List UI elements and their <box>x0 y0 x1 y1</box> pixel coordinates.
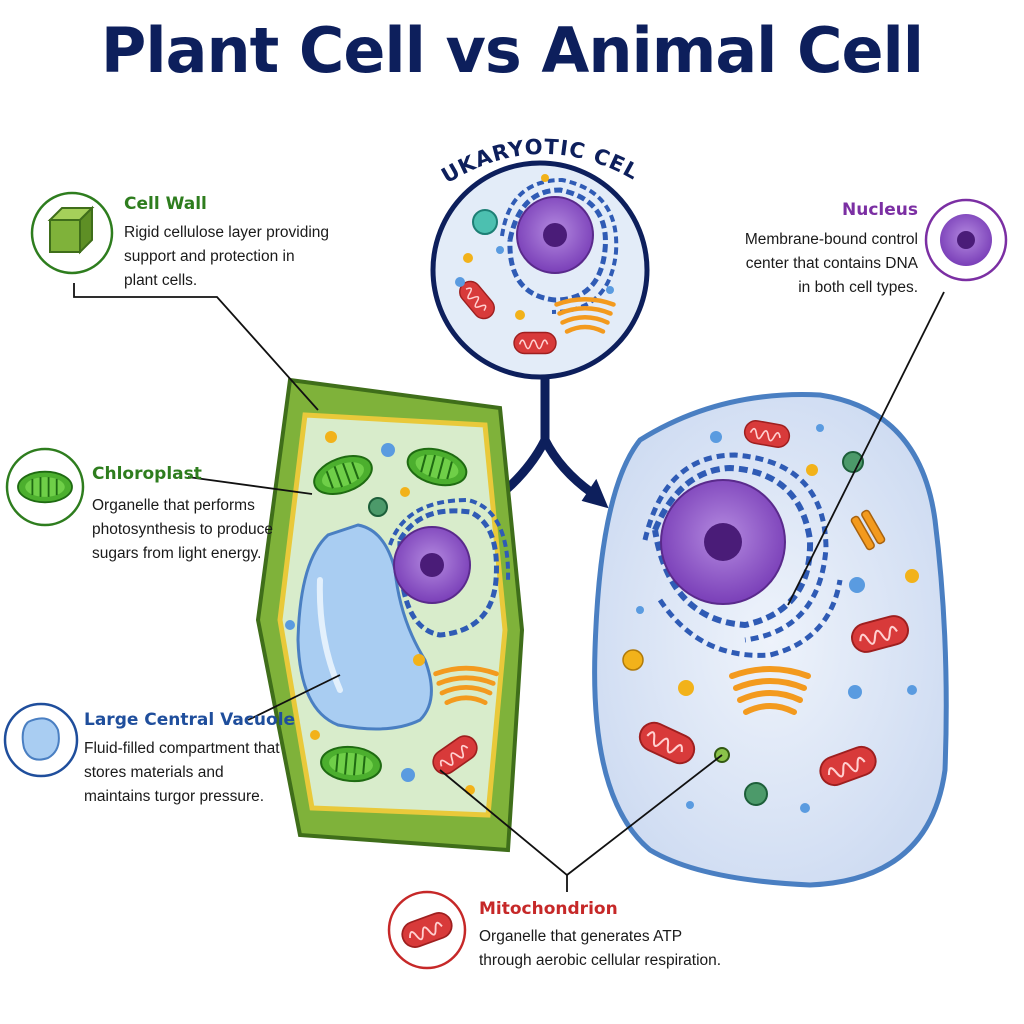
page-title: Plant Cell vs Animal Cell <box>100 14 924 87</box>
plant-cell <box>255 377 525 853</box>
eukaryotic-cell: EUKARYOTIC CELL <box>0 0 650 380</box>
chloroplast-description: Organelle that performs photosynthesis t… <box>92 497 273 562</box>
animal-cell <box>592 392 949 888</box>
nucleus-description: Membrane-bound control center that conta… <box>744 231 918 296</box>
vacuole-label: Large Central Vacuole <box>84 710 296 730</box>
mitochondrion-icon <box>387 890 467 970</box>
nucleus-icon <box>924 198 1008 282</box>
mitochondrion-description: Organelle that generates ATP through aer… <box>479 928 722 969</box>
svg-text:EUKARYOTIC CELL: EUKARYOTIC CELL <box>0 0 643 188</box>
vacuole-icon <box>3 702 79 778</box>
vacuole-description: Fluid-filled compartment that stores mat… <box>84 740 280 805</box>
cell-wall-description: Rigid cellulose layer providing support … <box>124 224 330 289</box>
cube-icon <box>30 191 114 275</box>
eukaryotic-cell-label: EUKARYOTIC CELL <box>0 0 642 188</box>
leader-lines <box>73 283 945 892</box>
cell-wall-label: Cell Wall <box>124 194 207 214</box>
chloroplast-label: Chloroplast <box>92 464 202 484</box>
nucleus-label: Nucleus <box>842 200 918 220</box>
mitochondrion-label: Mitochondrion <box>479 899 618 919</box>
chloroplast-icon <box>5 447 85 527</box>
branch-arrows <box>497 375 609 509</box>
